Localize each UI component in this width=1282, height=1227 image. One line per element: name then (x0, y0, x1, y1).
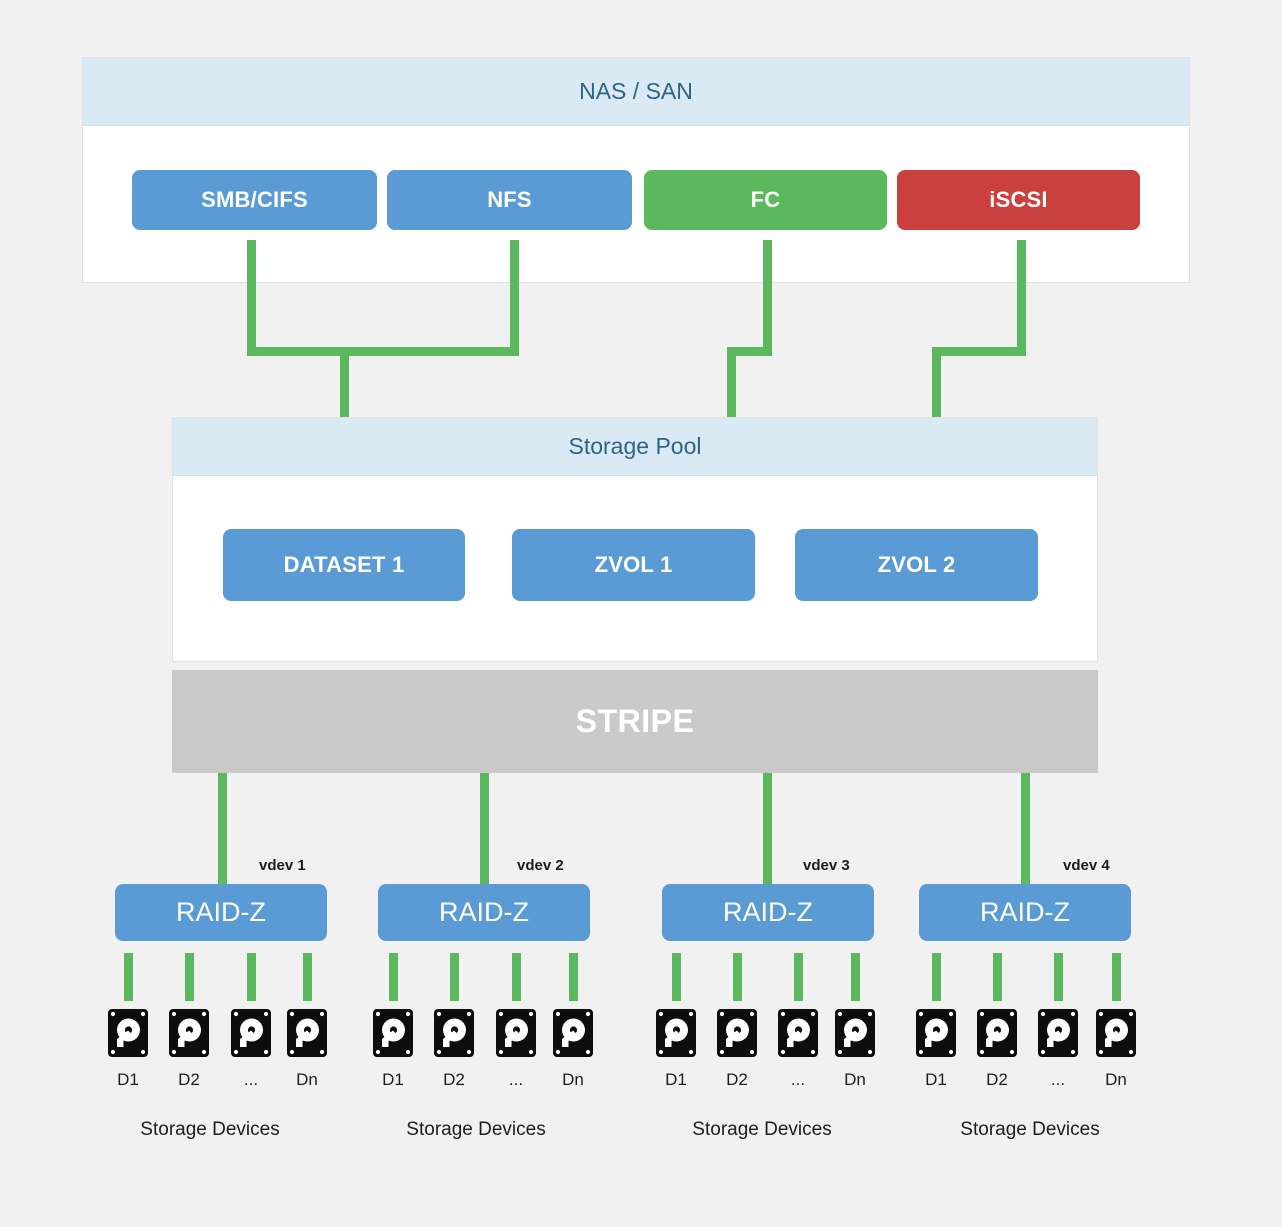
hard-disk-icon (1038, 1009, 1078, 1057)
hard-disk-icon (977, 1009, 1017, 1057)
disk-label: D2 (986, 1070, 1008, 1089)
disk-label: ... (508, 1070, 524, 1089)
connector-smb-nfs-join (247, 347, 519, 356)
connector-vdev3-disk-2 (733, 953, 742, 1001)
connector-vdev2-disk-4 (569, 953, 578, 1001)
hard-disk-icon (373, 1009, 413, 1057)
raidz-label-3: RAID-Z (723, 897, 813, 927)
connector-vdev1-disk-4 (303, 953, 312, 1001)
connector-vdev2-disk-3 (512, 953, 521, 1001)
protocol-box-nfs[interactable]: NFS (387, 170, 632, 230)
connector-vdev4-disk-1 (932, 953, 941, 1001)
storage-devices-label: Storage Devices (692, 1119, 832, 1140)
connector-vdev3-disk-4 (851, 953, 860, 1001)
connector-vdev3-disk-1 (672, 953, 681, 1001)
stripe-bar: STRIPE (172, 670, 1098, 773)
disk-label: D2 (178, 1070, 200, 1089)
connector-fc-join (727, 347, 772, 356)
storage-devices-label: Storage Devices (406, 1119, 546, 1140)
connector-vdev1-disk-3 (247, 953, 256, 1001)
hard-disk-icon (656, 1009, 696, 1057)
protocol-label-fc: FC (750, 187, 781, 212)
connector-stripe-to-vdev-3 (763, 773, 772, 884)
connector-vdev1-disk-1 (124, 953, 133, 1001)
raidz-label-2: RAID-Z (439, 897, 529, 927)
hard-disk-icon (778, 1009, 818, 1057)
stripe-label: STRIPE (575, 703, 695, 739)
protocol-box-iscsi[interactable]: iSCSI (897, 170, 1140, 230)
storage-pool-title: Storage Pool (568, 433, 702, 459)
raidz-label-1: RAID-Z (176, 897, 266, 927)
hard-disk-icon (717, 1009, 757, 1057)
hard-disk-icon (108, 1009, 148, 1057)
raidz-box-4[interactable]: RAID-Z (919, 884, 1131, 941)
dataset-label-zvol-1: ZVOL 1 (594, 552, 673, 577)
storage-devices-label: Storage Devices (140, 1119, 280, 1140)
disk-label: Dn (844, 1070, 866, 1089)
dataset-label-dataset-1: DATASET 1 (283, 552, 405, 577)
disk-label: Dn (1105, 1070, 1127, 1089)
disk-label: ... (243, 1070, 259, 1089)
hard-disk-icon (496, 1009, 536, 1057)
disk-label: Dn (562, 1070, 584, 1089)
connector-vdev3-disk-3 (794, 953, 803, 1001)
connector-stripe-to-vdev-2 (480, 773, 489, 884)
vdev-label-3: vdev 3 (803, 857, 850, 874)
nas-san-title: NAS / SAN (579, 78, 693, 104)
hard-disk-icon (169, 1009, 209, 1057)
disk-label: ... (1050, 1070, 1066, 1089)
storage-pool-header: Storage Pool (173, 418, 1097, 476)
raidz-box-1[interactable]: RAID-Z (115, 884, 327, 941)
disk-label: D1 (117, 1070, 139, 1089)
vdev-label-1: vdev 1 (259, 857, 306, 874)
vdev-label-4: vdev 4 (1063, 857, 1110, 874)
disk-label: D2 (443, 1070, 465, 1089)
raidz-box-2[interactable]: RAID-Z (378, 884, 590, 941)
raidz-label-4: RAID-Z (980, 897, 1070, 927)
connector-fc-vertical (763, 240, 772, 356)
dataset-label-zvol-2: ZVOL 2 (877, 552, 956, 577)
disk-label: D1 (925, 1070, 947, 1089)
disk-label: Dn (296, 1070, 318, 1089)
connector-vdev4-disk-2 (993, 953, 1002, 1001)
connector-iscsi-join (932, 347, 1026, 356)
connector-vdev2-disk-2 (450, 953, 459, 1001)
connector-stripe-to-vdev-1 (218, 773, 227, 884)
protocol-box-smb-cifs[interactable]: SMB/CIFS (132, 170, 377, 230)
connector-stripe-to-vdev-4 (1021, 773, 1030, 884)
protocol-box-fc[interactable]: FC (644, 170, 887, 230)
dataset-box-dataset-1[interactable]: DATASET 1 (223, 529, 465, 601)
disk-label: ... (790, 1070, 806, 1089)
protocol-label-smb-cifs: SMB/CIFS (201, 187, 308, 212)
raidz-box-3[interactable]: RAID-Z (662, 884, 874, 941)
protocol-label-iscsi: iSCSI (989, 187, 1048, 212)
vdev-label-2: vdev 2 (517, 857, 564, 874)
connector-vdev4-disk-3 (1054, 953, 1063, 1001)
dataset-box-zvol-1[interactable]: ZVOL 1 (512, 529, 755, 601)
connector-iscsi-vertical (1017, 240, 1026, 356)
connector-nfs-vertical (510, 240, 519, 356)
dataset-box-zvol-2[interactable]: ZVOL 2 (795, 529, 1038, 601)
connector-vdev4-disk-4 (1112, 953, 1121, 1001)
protocol-label-nfs: NFS (487, 187, 532, 212)
hard-disk-icon (434, 1009, 474, 1057)
hard-disk-icon (231, 1009, 271, 1057)
nas-san-header: NAS / SAN (83, 58, 1189, 126)
hard-disk-icon (1096, 1009, 1136, 1057)
connector-smb-vertical (247, 240, 256, 356)
hard-disk-icon (916, 1009, 956, 1057)
disk-label: D1 (382, 1070, 404, 1089)
connector-vdev1-disk-2 (185, 953, 194, 1001)
hard-disk-icon (835, 1009, 875, 1057)
storage-devices-label: Storage Devices (960, 1119, 1100, 1140)
hard-disk-icon (553, 1009, 593, 1057)
disk-label: D1 (665, 1070, 687, 1089)
hard-disk-icon (287, 1009, 327, 1057)
connector-vdev2-disk-1 (389, 953, 398, 1001)
disk-label: D2 (726, 1070, 748, 1089)
